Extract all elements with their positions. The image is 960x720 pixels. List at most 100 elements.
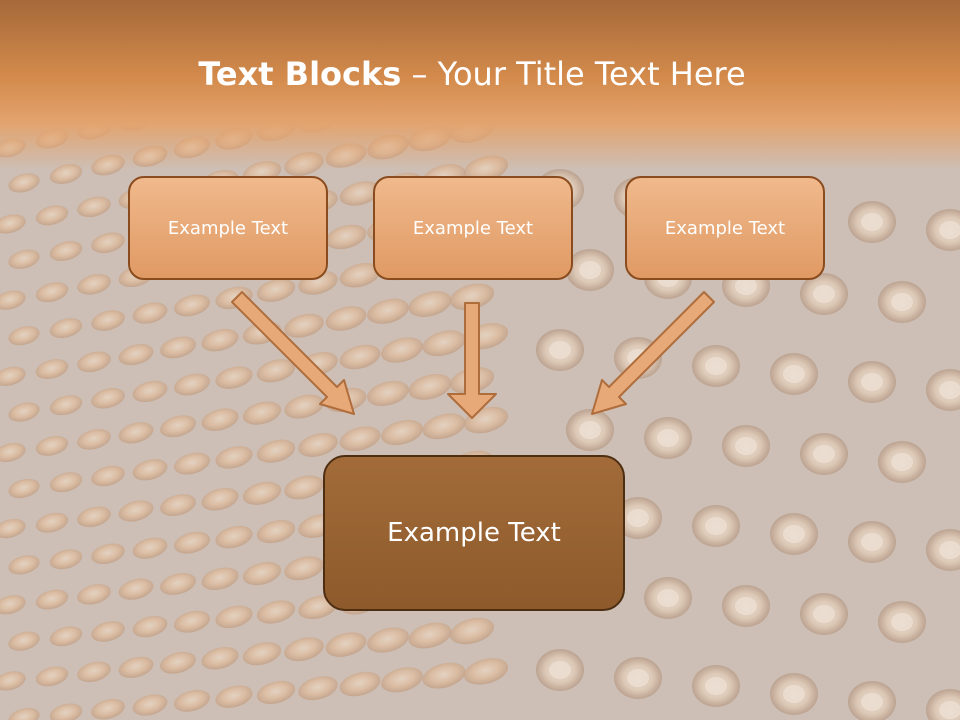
cork: [49, 626, 83, 647]
bottle-cap-center: [891, 293, 913, 311]
cork: [160, 415, 196, 438]
cork: [35, 359, 69, 380]
main-text-block[interactable]: Example Text: [323, 455, 625, 611]
cork: [256, 680, 296, 705]
cork: [49, 241, 83, 262]
cork: [8, 249, 40, 269]
cork: [35, 205, 69, 226]
cork: [0, 442, 26, 463]
cork: [256, 359, 296, 383]
cork: [132, 459, 168, 481]
bottle-cap-center: [861, 373, 883, 391]
arrow-center-down: [447, 302, 497, 419]
bottle-cap-center: [861, 533, 883, 551]
cork: [215, 366, 253, 389]
cork: [215, 446, 253, 469]
cork: [339, 671, 381, 697]
cork: [8, 555, 40, 575]
cork: [422, 413, 466, 440]
cork: [0, 595, 26, 615]
cork: [118, 422, 154, 444]
cork: [8, 326, 40, 346]
main-text-block-label: Example Text: [387, 518, 561, 548]
text-block-3[interactable]: Example Text: [625, 176, 825, 280]
cork: [0, 290, 26, 310]
bottle-cap-center: [783, 685, 805, 703]
cork: [118, 500, 154, 522]
cork: [201, 408, 239, 431]
cork: [160, 494, 196, 517]
bottle-cap-center: [939, 381, 960, 399]
cork: [174, 294, 210, 317]
cork: [256, 439, 296, 463]
text-block-2[interactable]: Example Text: [373, 176, 573, 280]
cork: [215, 605, 253, 629]
text-block-3-label: Example Text: [664, 217, 786, 239]
bottle-cap-center: [705, 517, 727, 535]
bottle-cap-center: [861, 693, 883, 711]
cork: [422, 330, 466, 357]
bottle-cap-center: [783, 525, 805, 543]
cork: [35, 589, 69, 610]
cork: [35, 512, 69, 533]
cork: [339, 344, 381, 370]
slide-title: Text Blocks – Your Title Text Here: [0, 55, 944, 93]
bottle-cap-center: [813, 445, 835, 463]
text-block-1[interactable]: Example Text: [128, 176, 328, 280]
cork: [284, 313, 324, 338]
cork: [367, 298, 409, 324]
title-bold: Text Blocks: [198, 55, 402, 93]
text-block-2-label: Example Text: [412, 217, 534, 239]
text-block-1-label: Example Text: [167, 217, 289, 239]
bottle-cap-center: [939, 701, 960, 719]
cork: [325, 632, 367, 657]
cork: [449, 617, 495, 645]
cork: [8, 402, 40, 422]
cork: [201, 328, 239, 352]
bottle-cap-center: [735, 437, 757, 455]
arrow-left-diagonal: [231, 291, 355, 415]
cork: [49, 703, 83, 720]
bottle-cap-center: [549, 661, 571, 679]
cork: [201, 567, 239, 590]
bottle-cap-center: [939, 221, 960, 239]
cork: [339, 262, 381, 288]
cork: [91, 388, 125, 409]
cork: [381, 667, 423, 693]
bottle-cap-center: [549, 341, 571, 359]
bottle-cap-center: [735, 597, 757, 615]
cork: [339, 181, 381, 206]
bottle-cap-center: [813, 285, 835, 303]
cork: [242, 642, 282, 666]
title-rest: Your Title Text Here: [437, 55, 746, 93]
cork: [284, 556, 324, 581]
cork: [132, 615, 168, 638]
cork: [256, 600, 296, 624]
cork: [339, 426, 381, 451]
cork: [160, 651, 196, 674]
cork: [242, 401, 282, 425]
cork: [325, 224, 367, 250]
cork: [381, 337, 423, 363]
cork: [325, 306, 367, 331]
cork: [0, 214, 26, 234]
bottle-cap-center: [813, 605, 835, 623]
cork: [367, 627, 409, 653]
cork: [49, 472, 83, 493]
cork: [91, 310, 125, 331]
bottle-cap-center: [705, 677, 727, 695]
bottle-cap-center: [861, 213, 883, 231]
cork: [35, 435, 69, 456]
title-separator: –: [401, 55, 438, 93]
cork: [284, 475, 324, 500]
cork: [215, 525, 253, 549]
cork: [298, 433, 338, 457]
cork: [8, 707, 40, 720]
cork: [256, 278, 296, 302]
cork: [118, 578, 154, 600]
cork: [132, 694, 168, 716]
bottle-cap-center: [579, 421, 601, 439]
arrow-right-diagonal: [591, 291, 715, 415]
cork: [0, 366, 26, 386]
